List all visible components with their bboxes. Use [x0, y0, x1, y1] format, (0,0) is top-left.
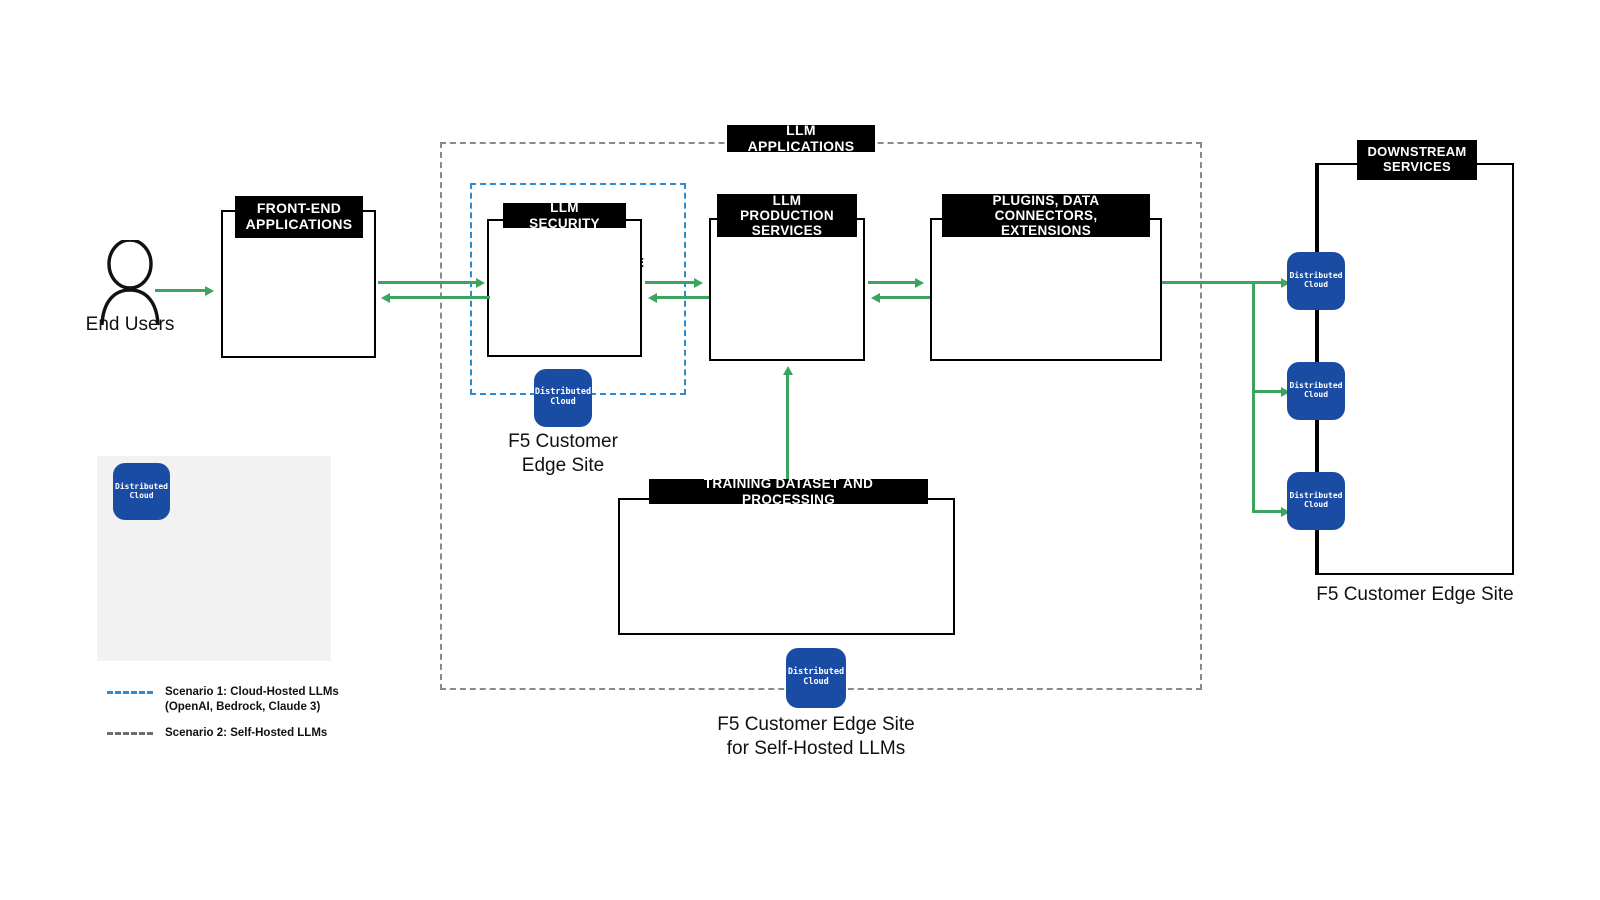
connector-production-to-plugins — [868, 281, 918, 284]
arrowhead-security-to-frontend — [381, 292, 390, 303]
llm-security-panel — [487, 219, 642, 357]
arrowhead-frontend-to-security — [476, 277, 485, 288]
badge-line2-text: Cloud — [1303, 500, 1329, 509]
plugins-data-connectors-panel — [930, 218, 1162, 361]
f5-badge-self-hosted: Distributed Cloud — [786, 648, 846, 708]
badge-line2: Cloud — [129, 490, 154, 500]
connector-branch-database — [1252, 281, 1284, 284]
badge-line1-text: Distributed — [1289, 271, 1343, 281]
legend-scenario1-row: Scenario 1: Cloud-Hosted LLMs (OpenAI, B… — [107, 685, 347, 716]
f5-badge-legend: Distributed Cloud — [113, 463, 170, 520]
scenario1-label-line1: Scenario 1: Cloud-Hosted LLMs — [165, 686, 339, 698]
connector-security-to-production — [645, 281, 697, 284]
llm-production-header-line1: LLM PRODUCTION — [740, 192, 834, 223]
arrowhead-branch-websites — [1281, 386, 1290, 397]
connector-endusers-to-frontend — [155, 289, 207, 292]
end-users-label: End Users — [85, 314, 175, 335]
badge-line1: Distributed — [534, 387, 592, 398]
badge-line2-text: Cloud — [1303, 280, 1329, 289]
downstream-header-line1: DOWNSTREAM — [1367, 144, 1467, 160]
llm-production-services-panel — [709, 218, 865, 361]
plugins-header-line1: PLUGINS, DATA — [992, 192, 1100, 208]
scenario1-dash-swatch — [107, 691, 153, 694]
arrowhead-endusers-to-frontend — [205, 285, 214, 296]
arrowhead-branch-kafka — [1281, 506, 1290, 517]
arrowhead-production-to-plugins — [915, 277, 924, 288]
llm-security-caption-line1: F5 Customer — [508, 431, 618, 452]
connector-training-to-production — [786, 375, 789, 485]
scenario2-dash-swatch — [107, 732, 153, 735]
self-hosted-edge-site-caption: F5 Customer Edge Site for Self-Hosted LL… — [686, 713, 946, 761]
connector-plugins-to-production — [880, 296, 930, 299]
connector-frontend-to-security — [378, 281, 478, 284]
downstream-edge-site-caption: F5 Customer Edge Site — [1316, 584, 1514, 605]
plugins-data-connectors-header: PLUGINS, DATA CONNECTORS, EXTENSIONS — [942, 192, 1150, 239]
scenario1-label: Scenario 1: Cloud-Hosted LLMs (OpenAI, B… — [165, 685, 339, 716]
f5-badge-websites: Distributed Cloud — [1287, 362, 1345, 420]
front-end-header-line1: FRONT-END — [256, 200, 342, 217]
self-hosted-caption-line2: for Self-Hosted LLMs — [726, 737, 906, 759]
badge-line2-text: Cloud — [1303, 390, 1329, 399]
training-dataset-header: TRAINING DATASET AND PROCESSING — [649, 476, 928, 507]
plugins-header-line2: CONNECTORS, EXTENSIONS — [994, 207, 1098, 239]
scenario2-label: Scenario 2: Self-Hosted LLMs — [165, 727, 328, 739]
arrowhead-branch-database — [1281, 277, 1290, 288]
front-end-header-line2: APPLICATIONS — [245, 216, 353, 232]
arrowhead-production-to-security — [648, 292, 657, 303]
llm-security-edge-site-caption: F5 Customer Edge Site — [483, 430, 643, 478]
self-hosted-caption-line1: F5 Customer Edge Site — [717, 714, 915, 735]
connector-trunk-vertical — [1252, 281, 1255, 512]
badge-line1-text: Distributed — [1289, 381, 1343, 391]
connector-production-to-security — [657, 296, 709, 299]
badge-line1-text: Distributed — [1289, 491, 1343, 501]
f5-badge-llm-security: Distributed Cloud — [534, 369, 592, 427]
badge-line2: Cloud — [550, 397, 576, 407]
arrowhead-training-to-production — [782, 366, 793, 375]
f5-badge-kafka: Distributed Cloud — [1287, 472, 1345, 530]
llm-security-header: LLM SECURITY — [503, 200, 626, 231]
arrowhead-plugins-to-production — [871, 292, 880, 303]
badge-line1: Distributed — [787, 667, 845, 678]
connector-branch-websites — [1252, 390, 1284, 393]
scenario1-label-line2: (OpenAI, Bedrock, Claude 3) — [165, 701, 321, 714]
legend-scenario2-row: Scenario 2: Self-Hosted LLMs — [107, 726, 347, 741]
downstream-services-panel — [1317, 163, 1514, 575]
connector-security-to-frontend — [390, 296, 490, 299]
downstream-header-line2: SERVICES — [1383, 159, 1451, 174]
training-dataset-panel — [618, 498, 955, 635]
connector-plugins-trunk-horizontal — [1162, 281, 1292, 284]
downstream-services-header: DOWNSTREAM SERVICES — [1357, 140, 1477, 180]
front-end-applications-header: FRONT-END APPLICATIONS — [235, 196, 363, 238]
llm-security-caption-line2: Edge Site — [521, 454, 605, 476]
llm-production-services-header: LLM PRODUCTION SERVICES — [717, 192, 857, 239]
end-users-icon — [90, 240, 170, 325]
badge-line2: Cloud — [803, 677, 829, 687]
llm-applications-header: LLM APPLICATIONS — [727, 122, 875, 153]
connector-branch-kafka — [1252, 510, 1284, 513]
llm-production-header-line2: SERVICES — [751, 223, 823, 239]
badge-line1: Distributed — [115, 481, 168, 491]
arrowhead-security-to-production — [694, 277, 703, 288]
f5-badge-database: Distributed Cloud Distributed Cloud — [1287, 252, 1345, 310]
